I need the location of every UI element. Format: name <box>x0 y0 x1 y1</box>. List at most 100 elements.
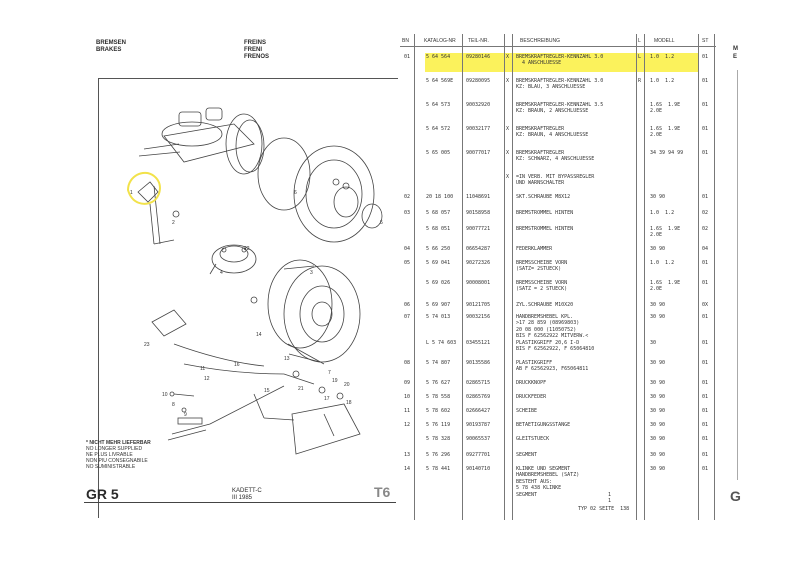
cell-catalog: 5 69 041 <box>426 260 451 266</box>
cell-description: 5 78 438 KLINKE <box>516 485 562 492</box>
cell-description: SCHEIBE <box>516 408 538 414</box>
header-rule <box>400 46 716 47</box>
cell-description: SEGMENT <box>516 491 538 498</box>
cell-catalog: 5 78 328 <box>426 436 451 442</box>
cell-model: 30 90 <box>650 452 666 458</box>
cell-description: KLINKE UND SEGMENT <box>516 466 571 472</box>
cell-description: GLEITSTUECK <box>516 436 550 442</box>
callout-label: 23 <box>144 342 150 348</box>
wheel-hub-drawing <box>209 244 257 275</box>
cell-description: (SATZ = 2 STUECK) <box>516 286 568 293</box>
cell-model: 1.0 1.2 <box>650 54 675 60</box>
brake-drum-drawing <box>267 259 361 363</box>
cell-st: 01 <box>702 102 709 108</box>
cell-part: 90135586 <box>466 360 491 366</box>
cell-description: BREMSKRAFTREGLER <box>516 126 565 132</box>
cell-part: 90032177 <box>466 126 491 132</box>
cell-bn: 10 <box>404 394 411 400</box>
cell-st: 0X <box>702 302 709 308</box>
cell-description: BREMSKRAFTREGLER-KENNZAHL 3.0 <box>516 78 604 84</box>
cell-description: HANDBREMSHEBEL (SATZ) <box>516 472 580 479</box>
cell-st: 01 <box>702 360 709 366</box>
cell-part: 09280095 <box>466 78 491 84</box>
column-header-st: ST <box>702 38 709 44</box>
cell-bn: 13 <box>404 452 411 458</box>
cell-st: 01 <box>702 54 709 60</box>
column-rule <box>636 34 637 520</box>
footer-qty: 1 <box>608 492 612 498</box>
callout-label: 6 <box>294 190 297 196</box>
cell-description: FEDERKLAMMER <box>516 246 553 252</box>
model-name: KADETT-C <box>232 488 262 494</box>
cell-part: 90077017 <box>466 150 491 156</box>
cell-model: 30 90 <box>650 436 666 442</box>
callout-label: 15 <box>264 388 270 394</box>
cell-catalog: 5 78 602 <box>426 408 451 414</box>
cell-description: KZ: BRAUN, 2 ANSCHLUESSE <box>516 108 589 115</box>
brake-valve-drawing <box>137 181 180 245</box>
cell-l: R <box>638 78 642 84</box>
column-rule <box>512 34 513 520</box>
cell-st: 01 <box>702 436 709 442</box>
legend-line: NO SUMINISTRABLE <box>86 464 136 470</box>
column-rule <box>698 34 699 520</box>
column-rule <box>714 34 715 520</box>
cell-bn: 01 <box>404 54 411 60</box>
edge-letter: G <box>730 488 741 504</box>
cell-description: >17 28 859 (08969803) <box>516 320 580 327</box>
cell-part: 03455121 <box>466 340 491 346</box>
cell-x: X <box>506 126 510 132</box>
callout-label: 5 <box>380 220 383 226</box>
cell-st: 01 <box>702 78 709 84</box>
header-lang: FRENOS <box>244 54 270 60</box>
cell-model: 30 90 <box>650 422 666 428</box>
cell-description: SKT.SCHRAUBE M8X12 <box>516 194 571 200</box>
cell-st: 01 <box>702 380 709 386</box>
legend-line: NON PIU CONSEGNABILE <box>86 458 148 464</box>
cell-part: 90272326 <box>466 260 491 266</box>
header-languages-right: FREINS FRENI FRENOS <box>244 40 269 61</box>
column-header-description: BESCHREIBUNG <box>520 38 561 44</box>
cell-x: X <box>506 54 510 60</box>
cell-model: 30 90 <box>650 302 666 308</box>
column-header-model: MODELL <box>654 38 675 44</box>
cell-st: 01 <box>702 280 709 286</box>
cell-bn: 14 <box>404 466 411 472</box>
brake-disc-drawing <box>257 137 383 243</box>
cell-description: BREMSKRAFTREGLER <box>516 150 565 156</box>
legend-line: * NICHT MEHR LIEFERBAR <box>86 440 151 446</box>
header-lang: FRENI <box>244 47 262 53</box>
cell-part: 90008001 <box>466 280 491 286</box>
cell-model: 34 39 94 99 <box>650 150 684 156</box>
cell-part: 90032920 <box>466 102 491 108</box>
cell-bn: 03 <box>404 210 411 216</box>
cell-catalog: 5 64 572 <box>426 126 451 132</box>
cell-catalog: 5 78 558 <box>426 394 451 400</box>
callout-label: 16 <box>234 362 240 368</box>
cell-st: 01 <box>702 194 709 200</box>
cell-st: 02 <box>702 226 709 232</box>
cell-part: 02666427 <box>466 408 491 414</box>
callout-label: 10 <box>162 392 168 398</box>
cell-st: 01 <box>702 126 709 132</box>
cell-model: 30 90 <box>650 194 666 200</box>
cell-catalog: 5 69 026 <box>426 280 451 286</box>
cell-x: X <box>506 174 510 180</box>
cell-catalog: 5 76 296 <box>426 452 451 458</box>
cell-bn: 02 <box>404 194 411 200</box>
cell-bn: 05 <box>404 260 411 266</box>
cell-description: BIS F 62562922, F 65064810 <box>516 346 595 353</box>
cell-catalog: 5 76 119 <box>426 422 451 428</box>
cell-st: 01 <box>702 466 709 472</box>
table-number: T6 <box>374 484 391 500</box>
cell-model: 30 <box>650 340 657 346</box>
cell-st: 04 <box>702 246 709 252</box>
cell-catalog: 5 78 441 <box>426 466 451 472</box>
cell-description: HANDBREMSHEBEL KPL. <box>516 314 574 320</box>
cell-l: L <box>638 54 642 60</box>
cell-part: 90121705 <box>466 302 491 308</box>
column-header-part: TEIL-NR. <box>468 38 489 44</box>
legend: * NICHT MEHR LIEFERBAR NO LONGER SUPPLIE… <box>86 440 151 470</box>
cell-catalog: 5 64 569E <box>426 78 454 84</box>
footer-qty: 1 <box>608 498 612 504</box>
